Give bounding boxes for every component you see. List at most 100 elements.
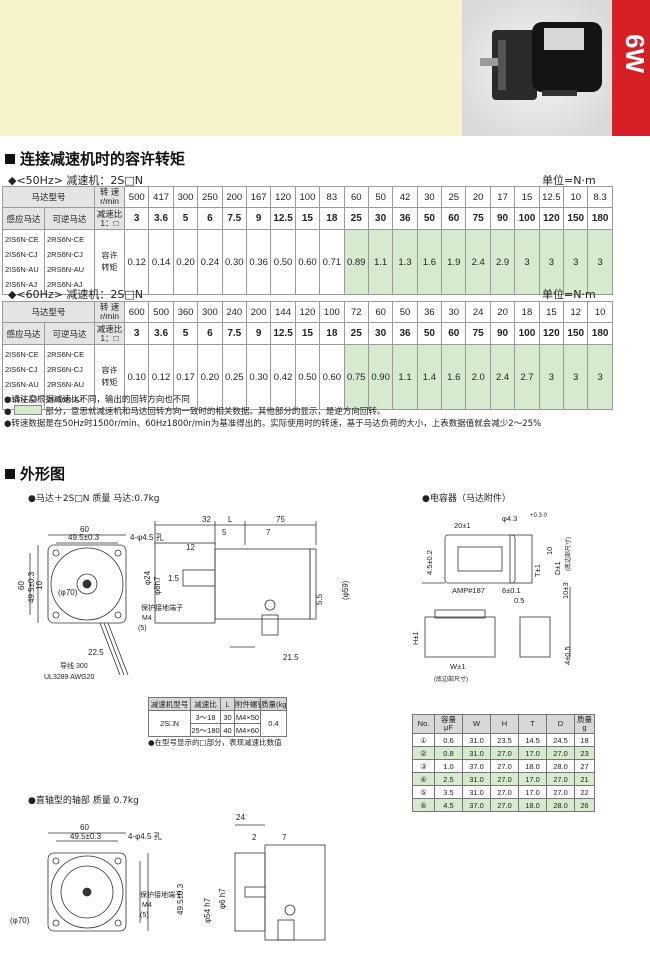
torque-cell: 0.89 <box>343 229 369 295</box>
ratio-cell: 30 <box>367 322 394 345</box>
square-bullet-icon <box>5 154 15 164</box>
cap-amp-label: AMP#187 <box>452 586 485 595</box>
capacitor-cell: 17.0 <box>518 785 547 799</box>
m4-label: M4 <box>142 615 152 622</box>
ratio-cell: 75 <box>465 207 491 230</box>
capacitor-cell: 31.0 <box>462 746 491 760</box>
ratio-cell: 120 <box>538 322 565 345</box>
drawing1-label: ●马达＋2S□N 质量 马达:0.7kg <box>28 494 160 504</box>
ratio-cell: 18 <box>319 207 345 230</box>
dim-phi70: (φ70) <box>58 588 78 597</box>
speed-cell: 8.3 <box>587 186 613 208</box>
capacitor-cell: 22 <box>574 785 595 799</box>
speed-cell: 36 <box>416 301 443 323</box>
square-bullet-icon <box>5 469 15 479</box>
dim-5-5: 5.5 <box>315 593 324 605</box>
capacitor-cell: 27.0 <box>490 772 519 786</box>
front-circle <box>50 547 124 621</box>
capacitor-cell: 37.0 <box>462 798 491 812</box>
dim-49-5: 49.5±0.3 <box>68 533 100 542</box>
speed-cell: 25 <box>441 186 467 208</box>
dim-12: 12 <box>186 543 195 552</box>
capacitor-cell: 17.0 <box>518 772 547 786</box>
power-rating-tab: 6W <box>612 0 650 136</box>
ratio-cell: 36 <box>392 207 418 230</box>
table60-unit: 单位=N·m <box>542 288 596 301</box>
speed-cell: 42 <box>392 186 418 208</box>
speed-cell: 30 <box>441 301 467 323</box>
capacitor-cell: 4.5 <box>434 798 463 812</box>
ratio-cell: 150 <box>563 207 589 230</box>
capacitor-cell: 27.0 <box>490 785 519 799</box>
ratio-cell: 5 <box>172 322 199 345</box>
gear-mass-cell: 0.4 <box>260 710 287 737</box>
cap-dim-45: 4.5±0.2 <box>425 550 434 575</box>
speed-cell: 18 <box>514 301 540 323</box>
ratio-cell: 6 <box>197 207 223 230</box>
section-title-torque: 连接减速机时的容许转矩 <box>5 148 185 169</box>
torque-cell: 0.50 <box>270 229 296 295</box>
header-speed: 转 速 r/min <box>94 186 126 208</box>
torque-cell: 0.20 <box>172 229 199 295</box>
torque-cell: 2.9 <box>489 229 516 295</box>
cap-bottom-caption: (底边部尺寸) <box>564 537 572 571</box>
capacitor-cell: 31.0 <box>462 733 491 747</box>
capacitor-header: 容量 μF <box>434 714 463 734</box>
cap-dim-phi43: φ4.3 <box>502 514 517 523</box>
torque-cell: 3 <box>587 344 613 410</box>
cap-dim-T: T±1 <box>533 564 542 577</box>
capacitor-cell: 18 <box>574 733 595 747</box>
capacitor-cell: 0.8 <box>434 746 463 760</box>
torque-cell: 3 <box>538 344 565 410</box>
dim2-s5-label: (5) <box>140 912 149 919</box>
table60-subtitle: ◆<60Hz> 减速机：2S□N <box>8 288 144 301</box>
gear-screw-cell: M4×60 <box>234 723 261 737</box>
header-ratio: 减速比 1：□ <box>94 322 126 345</box>
gear-table-note: ●在型号显示的□部分，表现减速比数值 <box>148 738 282 747</box>
note-bullet: ● <box>4 407 12 417</box>
dim2-phi6: φ6 h7 <box>218 888 227 909</box>
header-speed: 转 速 r/min <box>94 301 126 323</box>
header-reversible-motor: 可逆马达 <box>43 207 96 230</box>
torque-cell: 1.1 <box>392 344 418 410</box>
torque-cell: 0.60 <box>319 344 345 410</box>
capacitor-cell: 27.0 <box>546 772 575 786</box>
capacitor-cell: 24.5 <box>546 733 575 747</box>
speed-cell: 240 <box>221 301 247 323</box>
capacitor-cell: 21 <box>574 772 595 786</box>
wire-spec-label: UL3289 AWG20 <box>44 674 94 681</box>
torque-cell: 0.25 <box>221 344 247 410</box>
ratio-cell: 60 <box>441 322 467 345</box>
capacitor-header: D <box>546 714 575 734</box>
torque-cell: 0.75 <box>343 344 369 410</box>
speed-cell: 15 <box>514 186 540 208</box>
speed-cell: 12 <box>563 301 589 323</box>
dim2-phi70: (φ70) <box>10 916 30 925</box>
ratio-cell: 6 <box>197 322 223 345</box>
speed-cell: 250 <box>197 186 223 208</box>
table50-unit: 单位=N·m <box>542 174 596 187</box>
cap-dim-4: 4±0.5 <box>563 646 572 665</box>
gear-table-header: 附件螺钉 <box>234 697 261 711</box>
speed-cell: 17 <box>489 186 516 208</box>
cap-dim-D: D±1 <box>553 561 562 575</box>
torque-cell: 0.71 <box>319 229 345 295</box>
torque-cell: 3 <box>587 229 613 295</box>
torque-cell: 2.4 <box>489 344 516 410</box>
dim-10: 10 <box>35 581 44 590</box>
induction-motor-models: 2IS6N-CE 2IS6N-CJ 2IS6N-AU 2IS6N-AJ <box>2 229 45 295</box>
capacitor-cell: 26 <box>574 798 595 812</box>
gear-ratio-cell: 3～18 <box>190 710 221 724</box>
torque-cell: 1.1 <box>367 229 394 295</box>
capacitor-header: W <box>462 714 491 734</box>
torque-cell: 3 <box>514 229 540 295</box>
motor-gearhead-drawing: 60 49.5±0.3 4-φ4.5 孔 (φ70) 60 49.5±0.3 1… <box>17 515 350 681</box>
power-rating-label: 6W <box>620 34 650 73</box>
dim-phi8: φ8h7 <box>153 576 162 595</box>
note-direction: ●请注意根据减速比不同，输出的回转方向也不同 <box>4 395 190 405</box>
speed-cell: 600 <box>124 301 150 323</box>
header-gearhead-model: 马达型号 <box>1 186 96 208</box>
dim2-24: 24 <box>236 813 245 822</box>
speed-cell: 83 <box>319 186 345 208</box>
